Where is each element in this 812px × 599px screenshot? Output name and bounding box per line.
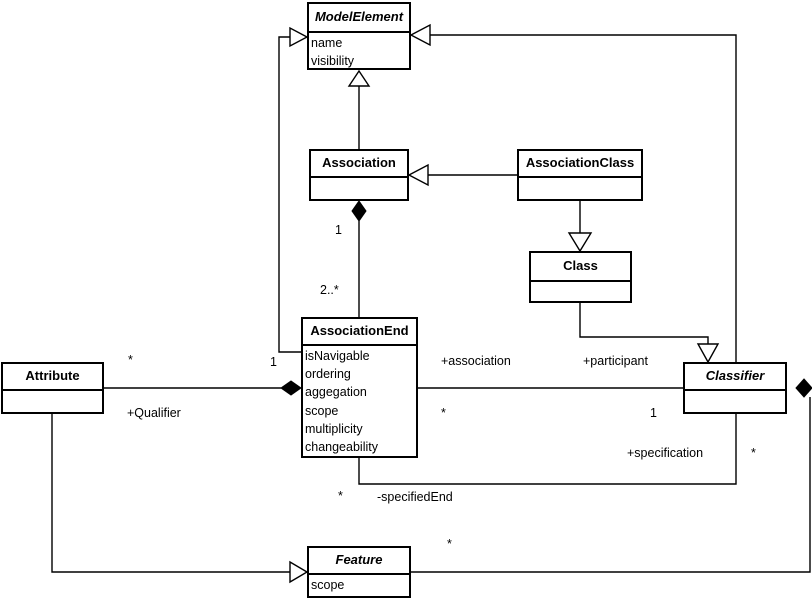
feature-classifier-line	[410, 397, 811, 573]
attribute-multiplicity-star: *	[128, 353, 133, 367]
association-class-box[interactable]: Association	[309, 149, 409, 201]
class-to-classifier-line	[579, 303, 709, 344]
association-role-label: +association	[441, 354, 511, 368]
association-multiplicity-one: 1	[335, 223, 342, 237]
attribute-class-box[interactable]: Attribute	[1, 362, 104, 414]
class-name: Classifier	[685, 364, 785, 391]
association-end-multiplicity-one: 1	[270, 355, 277, 369]
class-name: Class	[531, 253, 630, 282]
specification-line	[358, 414, 737, 485]
association-end-multiplicity: 2..*	[320, 283, 339, 297]
modelelement-generalization-arrow	[347, 69, 371, 87]
feature-generalization-arrow	[289, 560, 309, 584]
class-name: ModelElement	[309, 4, 409, 33]
attribute-list: name visibility	[309, 33, 409, 70]
attribute-multiplicity: multiplicity	[305, 421, 363, 436]
model-element-class[interactable]: ModelElement name visibility	[307, 2, 411, 70]
class-name: AssociationClass	[519, 151, 641, 178]
composition-diamond-classifier	[795, 378, 812, 398]
qualifier-role-label: +Qualifier	[127, 406, 181, 420]
feature-multiplicity-star: *	[447, 537, 452, 551]
attribute-scope: scope	[305, 403, 339, 418]
participant-role-label: +participant	[583, 354, 648, 368]
attribute-scope: scope	[311, 578, 345, 592]
specification-role-label: +specification	[627, 446, 704, 460]
association-class-class-box[interactable]: AssociationClass	[517, 149, 643, 201]
class-generalization-arrow	[567, 232, 593, 253]
classifier-generalization-line	[430, 34, 737, 362]
attribute-isnavigable: isNavigable	[305, 349, 370, 363]
attribute-list: isNavigable ordering aggegation scope mu…	[303, 346, 416, 456]
class-name: Association	[311, 151, 407, 178]
feature-class-box[interactable]: Feature scope	[307, 546, 411, 598]
attribute-changeability: changeability	[305, 440, 378, 455]
association-generalization-arrow	[407, 163, 429, 187]
modelelement-side-arrow	[289, 26, 309, 48]
associationend-generalization-line	[278, 36, 301, 353]
composition-diamond-association	[351, 200, 367, 222]
attribute-visibility: visibility	[311, 54, 355, 68]
classifier-class-box[interactable]: Classifier	[683, 362, 787, 414]
association-end-class-box[interactable]: AssociationEnd isNavigable ordering agge…	[301, 317, 418, 458]
specification-star: *	[751, 446, 756, 460]
specified-end-role-label: -specifiedEnd	[377, 490, 453, 504]
composition-diamond-qualifier	[280, 380, 302, 396]
class-box[interactable]: Class	[529, 251, 632, 303]
association-end-star: *	[441, 406, 446, 420]
attribute-aggegation: aggegation	[305, 385, 367, 400]
modelelement-right-arrow	[409, 23, 431, 47]
class-name: Feature	[309, 548, 409, 575]
classifier-multiplicity-one: 1	[650, 406, 657, 420]
specified-end-star: *	[338, 489, 343, 503]
class-name: AssociationEnd	[303, 319, 416, 346]
class-name: Attribute	[3, 364, 102, 391]
attribute-ordering: ordering	[305, 367, 351, 382]
attribute-feature-line	[51, 414, 290, 573]
attribute-name: name	[311, 36, 343, 50]
classifier-generalization-arrow	[696, 343, 720, 364]
attribute-list: scope	[309, 575, 409, 594]
